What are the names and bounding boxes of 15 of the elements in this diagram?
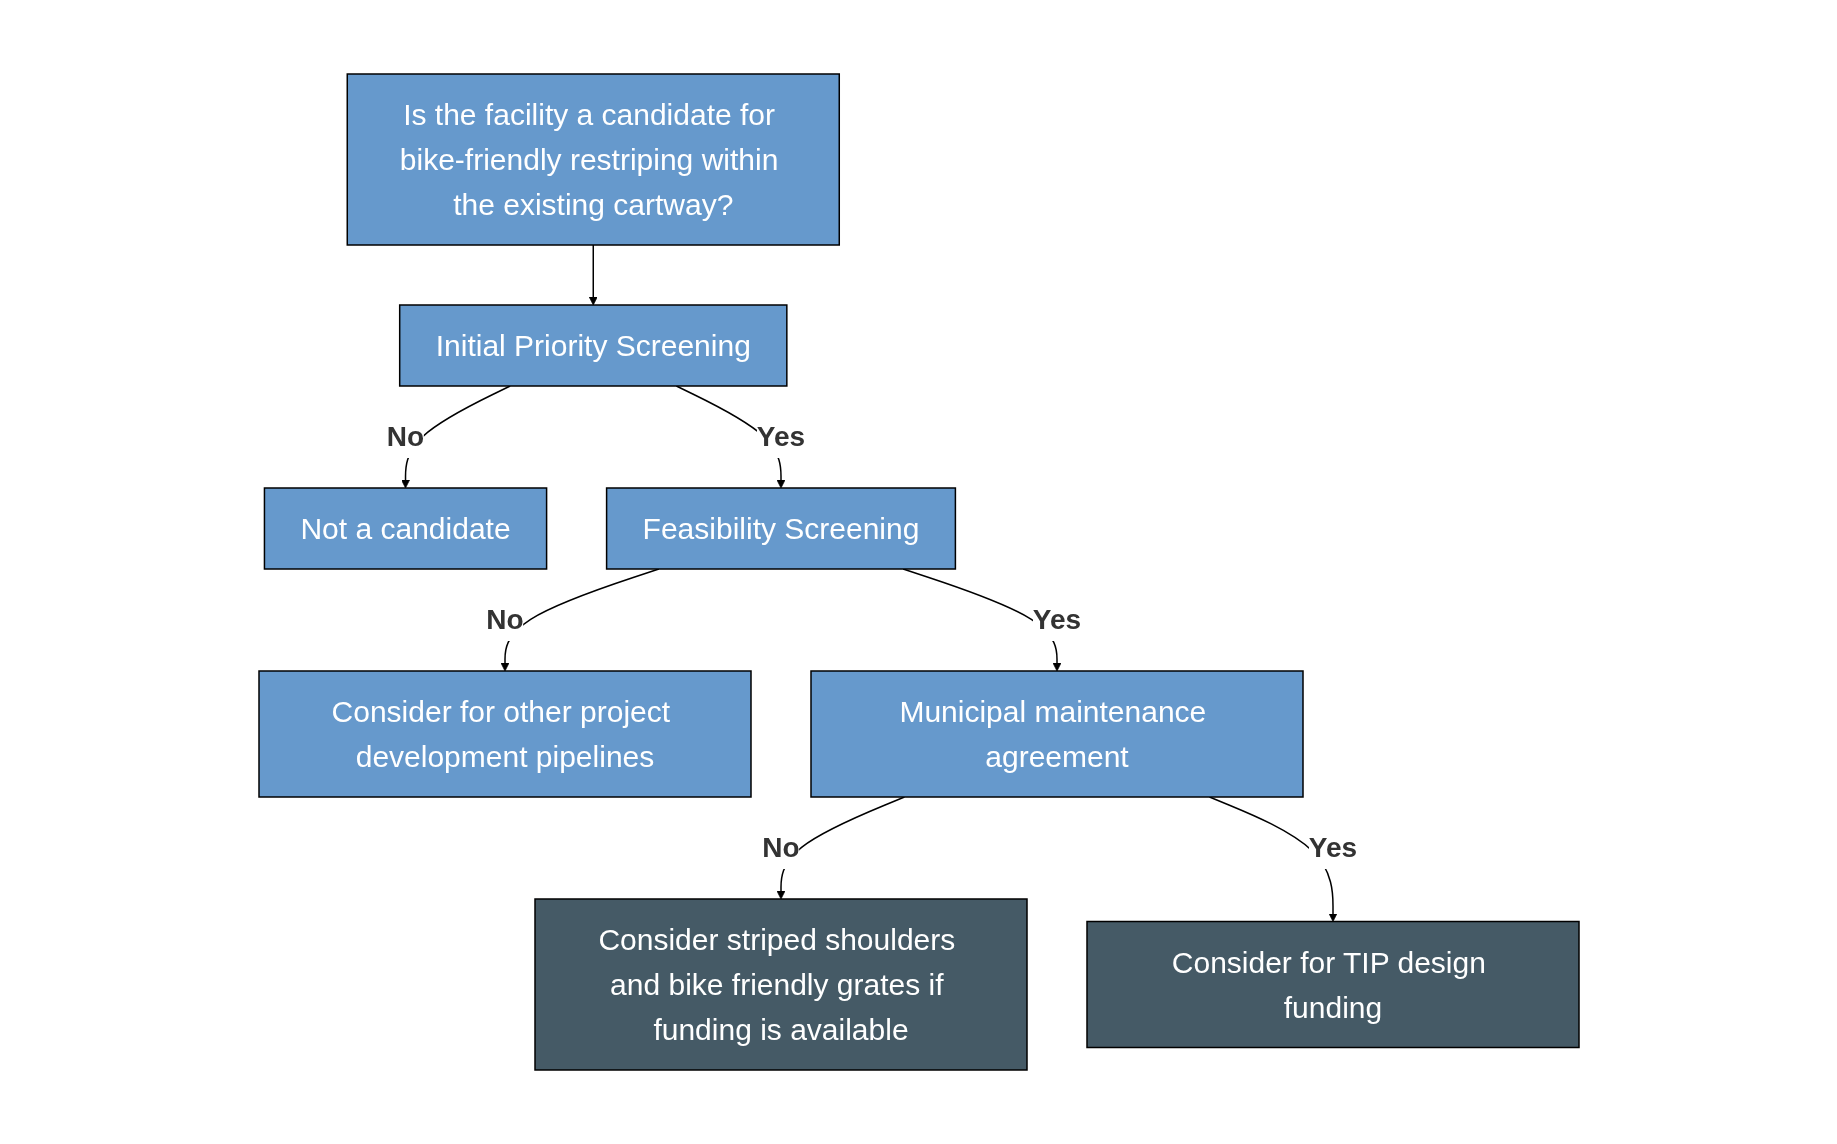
node-box: Consider for other project development pipelines — [257, 670, 752, 798]
edge-label: Yes — [756, 421, 805, 452]
node-box: Initial Priority Screening — [398, 304, 788, 387]
node-box: Consider striped shoulders and bike friendly grates if funding is available — [533, 898, 1028, 1071]
edge-label: Yes — [1308, 832, 1357, 863]
node-box: Is the facility a candidate for bike-friendly restriping within the existing cartway? — [346, 73, 840, 246]
edge-label: Yes — [1032, 604, 1081, 635]
node-box: Feasibility Screening — [605, 487, 956, 570]
node-box: Consider for TIP design funding — [1085, 920, 1580, 1049]
edge-label: No — [761, 832, 800, 863]
edge-label: No — [485, 604, 524, 635]
edge-label: No — [386, 421, 424, 452]
arrow — [588, 244, 598, 306]
node-box: Not a candidate — [263, 487, 547, 570]
node-box: Municipal maintenance agreement — [809, 670, 1304, 798]
